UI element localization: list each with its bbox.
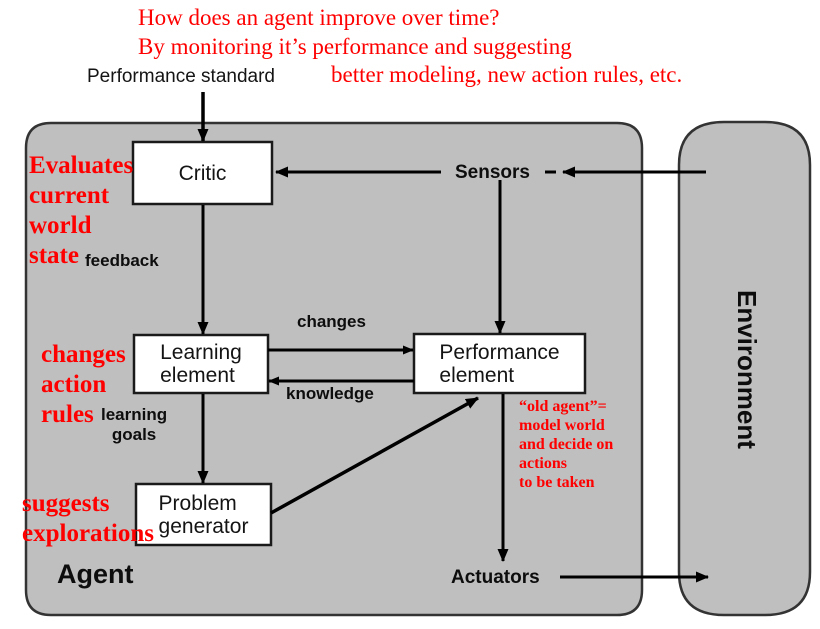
critic-box — [131, 140, 274, 206]
top-note-line-2: By monitoring it’s performance and sugge… — [138, 34, 572, 59]
top-note-line-1: How does an agent improve over time? — [138, 5, 500, 30]
performance-element-box — [412, 332, 587, 395]
problem-generator-annotation: suggests explorations — [22, 490, 154, 547]
actuators-label: Actuators — [451, 567, 540, 588]
feedback-label: feedback — [85, 251, 159, 270]
problem-generator-box — [134, 482, 273, 547]
learning-element-box — [132, 333, 270, 395]
learning-goals-label: learning goals — [101, 405, 168, 444]
environment-container — [677, 120, 812, 617]
learning-element-annotation: changes action rules — [41, 341, 126, 428]
knowledge-label: knowledge — [286, 384, 374, 403]
critic-annotation: Evaluates current world state — [29, 152, 134, 269]
changes-label: changes — [297, 312, 366, 331]
top-note-line-3: better modeling, new action rules, etc. — [331, 62, 683, 87]
environment-label: Environment — [732, 290, 762, 449]
performance-element-annotation: “old agent”= model world and decide on a… — [519, 398, 614, 491]
arrow-problem-to-performance — [270, 396, 479, 515]
sensors-label: Sensors — [455, 162, 530, 183]
agent-label: Agent — [57, 559, 134, 589]
performance-standard-label: Performance standard — [87, 66, 275, 87]
